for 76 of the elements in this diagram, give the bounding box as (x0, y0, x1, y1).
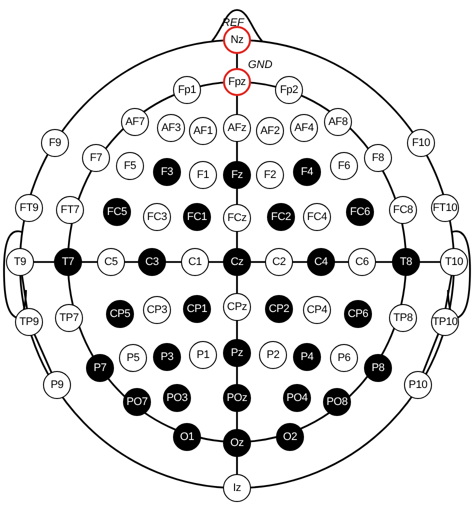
electrode-circle: P10 (404, 371, 432, 399)
electrode-role-label: GND (248, 59, 272, 71)
electrode-circle: F4 (293, 158, 321, 186)
electrode-circle: FT9 (15, 194, 43, 222)
electrode-circle: TP10 (431, 308, 459, 336)
electrode-circle: Fp2 (275, 76, 303, 104)
electrode-circle: PO4 (283, 384, 311, 412)
electrode-circle: T7 (54, 248, 82, 276)
electrode-circle: P6 (330, 344, 358, 372)
electrode-circle: FCz (223, 204, 251, 232)
electrode-circle: C5 (97, 248, 125, 276)
electrode-circle: Fpz (223, 68, 251, 96)
electrode-circle: AF8 (324, 108, 352, 136)
electrode-circle: Nz (223, 26, 251, 54)
electrode-circle: Cz (223, 248, 251, 276)
electrode-circle: T8 (392, 248, 420, 276)
electrode-circle: AFz (223, 114, 251, 142)
electrode-circle: FC8 (389, 196, 417, 224)
electrode-circle: CP3 (143, 296, 171, 324)
electrode-circle: Iz (223, 474, 251, 502)
electrode-circle: AF1 (189, 117, 217, 145)
electrode-circle: Pz (223, 339, 251, 367)
electrode-circle: CP2 (265, 295, 293, 323)
electrode-circle: TP9 (15, 308, 43, 336)
electrode-circle: F3 (153, 158, 181, 186)
electrode-circle: P9 (43, 371, 71, 399)
electrode-circle: F8 (364, 144, 392, 172)
electrode-circle: F5 (116, 152, 144, 180)
electrode-circle: P2 (259, 341, 287, 369)
electrode-circle: Fz (223, 161, 251, 189)
electrode-circle: CP5 (106, 300, 134, 328)
electrode-circle: F6 (330, 152, 358, 180)
electrode-circle: AF3 (157, 114, 185, 142)
electrode-circle: CP4 (303, 296, 331, 324)
electrode-circle: FC2 (267, 203, 295, 231)
electrode-circle: P4 (293, 343, 321, 371)
electrode-circle: F10 (407, 129, 435, 157)
electrode-circle: C4 (307, 248, 335, 276)
electrode-circle: FC3 (143, 203, 171, 231)
electrode-circle: F1 (189, 161, 217, 189)
electrode-circle: T9 (6, 248, 34, 276)
electrode-circle: F7 (82, 144, 110, 172)
electrode-circle: F9 (41, 129, 69, 157)
electrode-circle: P7 (86, 354, 114, 382)
electrode-circle: FC6 (346, 198, 374, 226)
electrode-circle: C1 (181, 248, 209, 276)
electrode-circle: C3 (138, 248, 166, 276)
electrode-circle: AF4 (290, 114, 318, 142)
electrode-circle: Oz (223, 429, 251, 457)
electrode-circle: O1 (173, 423, 201, 451)
electrode-circle: POz (223, 384, 251, 412)
electrode-circle: C2 (265, 248, 293, 276)
electrode-circle: AF2 (256, 117, 284, 145)
electrode-circle: Fp1 (173, 76, 201, 104)
electrode-circle: FC5 (103, 198, 131, 226)
electrode-circle: FT7 (56, 196, 84, 224)
electrode-circle: FT10 (431, 194, 459, 222)
electrode-circle: FC4 (303, 203, 331, 231)
electrode-circle: T10 (440, 248, 468, 276)
electrode-circle: PO7 (123, 388, 151, 416)
electrode-circle: P1 (189, 341, 217, 369)
electrode-circle: O2 (276, 423, 304, 451)
electrode-circle: CP1 (183, 295, 211, 323)
electrode-circle: P5 (119, 344, 147, 372)
electrode-circle: TP8 (389, 304, 417, 332)
electrode-circle: C6 (348, 248, 376, 276)
electrode-circle: CP6 (344, 300, 372, 328)
electrode-circle: FC1 (183, 203, 211, 231)
electrode-circle: AF7 (121, 108, 149, 136)
electrode-circle: PO8 (323, 388, 351, 416)
electrode-circle: P3 (153, 343, 181, 371)
electrode-circle: CPz (223, 293, 251, 321)
electrode-circle: TP7 (55, 304, 83, 332)
electrode-circle: PO3 (163, 384, 191, 412)
electrode-circle: F2 (256, 161, 284, 189)
electrode-circle: P8 (364, 354, 392, 382)
